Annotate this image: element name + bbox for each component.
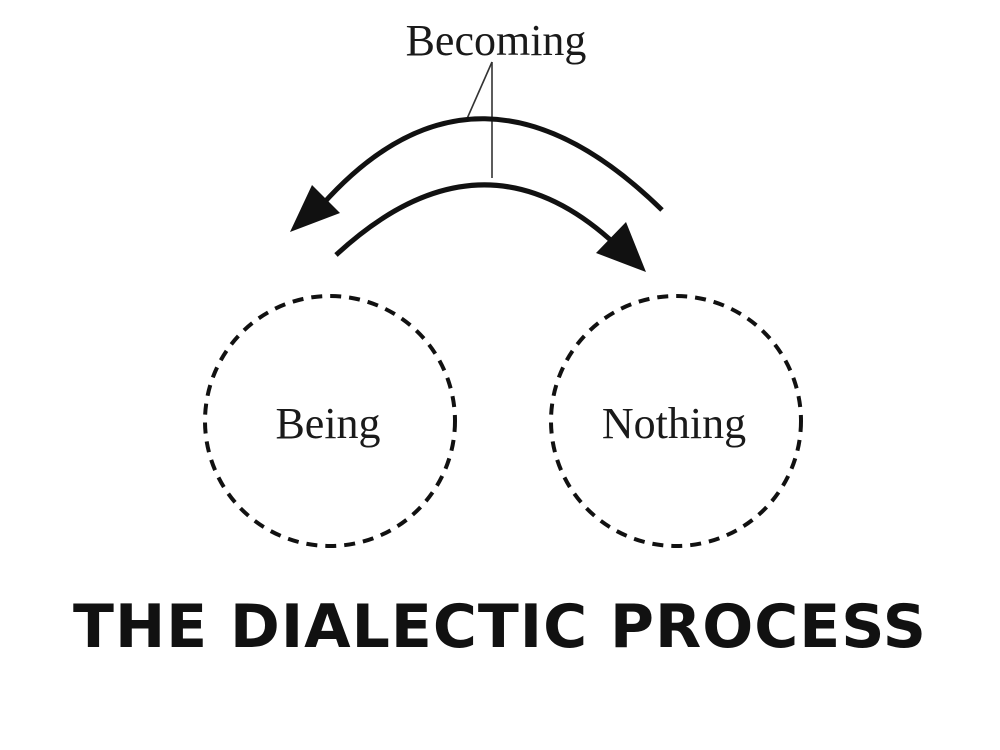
outer-arc-arrow	[320, 116, 664, 212]
being-label: Being	[275, 399, 380, 448]
diagram-title: THE DIALECTIC PROCESS	[73, 592, 927, 662]
right-arrowhead-icon	[596, 222, 646, 272]
inner-arc-arrow	[334, 182, 618, 257]
becoming-leader-line-outer	[465, 61, 493, 122]
becoming-label: Becoming	[406, 16, 587, 65]
nothing-circle	[549, 294, 803, 548]
being-circle	[203, 294, 457, 548]
nothing-label: Nothing	[602, 399, 746, 448]
left-arrowhead-icon	[290, 185, 340, 232]
